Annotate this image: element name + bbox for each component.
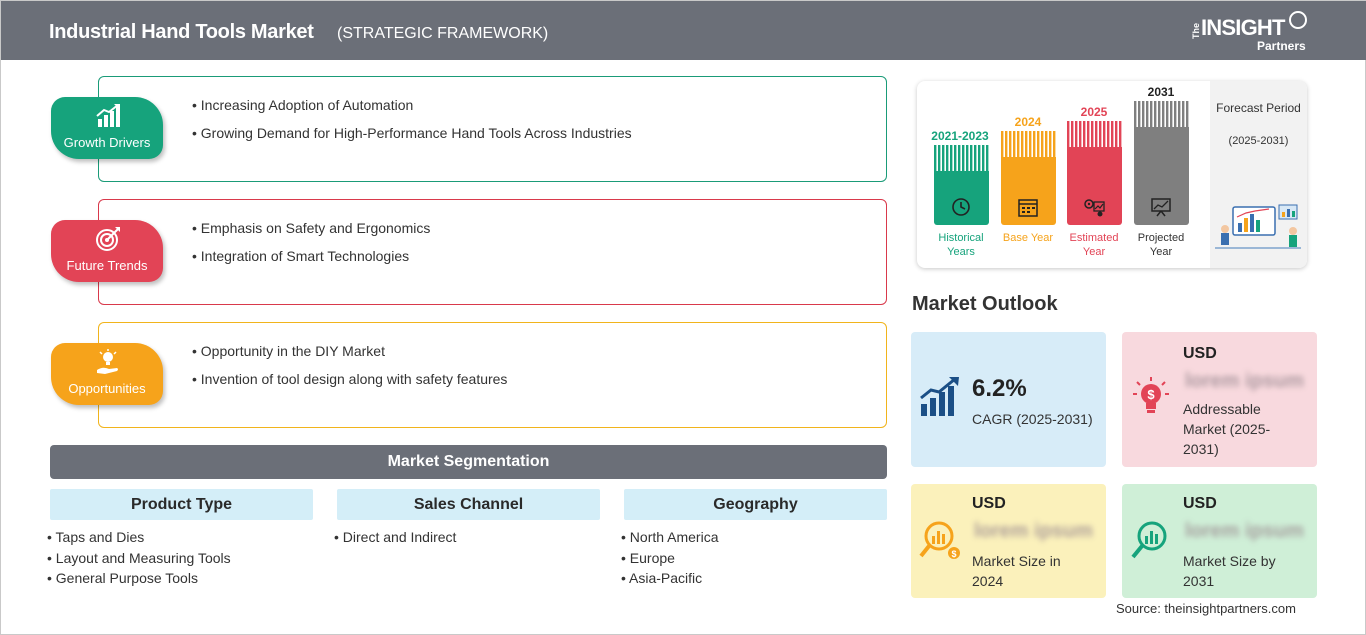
page-subtitle: (STRATEGIC FRAMEWORK) xyxy=(337,25,549,42)
segment-list: Direct and Indirect xyxy=(334,528,600,549)
lightbulb-dollar-icon: $ xyxy=(1133,377,1169,413)
opportunities-box: Opportunity in the DIY Market Invention … xyxy=(98,322,887,428)
source-credit: Source: theinsightpartners.com xyxy=(1116,601,1296,616)
list-item: Taps and Dies xyxy=(47,528,313,549)
magnifier-chart-icon xyxy=(1131,521,1167,559)
segment-heading: Geography xyxy=(624,489,887,520)
bar-year-estimated: 2025 xyxy=(1080,105,1108,119)
list-item: Opportunity in the DIY Market xyxy=(192,342,507,370)
bar-body xyxy=(1134,127,1189,225)
market-segmentation-bar: Market Segmentation xyxy=(50,445,887,479)
segment-sales-channel: Sales Channel Direct and Indirect xyxy=(337,489,600,549)
segment-heading: Sales Channel xyxy=(337,489,600,520)
list-item: Emphasis on Safety and Ergonomics xyxy=(192,219,431,247)
segment-list: North America Europe Asia-Pacific xyxy=(621,528,887,590)
growth-drivers-box: Increasing Adoption of Automation Growin… xyxy=(98,76,887,182)
target-icon xyxy=(96,227,120,251)
gears-chart-icon xyxy=(1084,199,1105,217)
forecast-title: Forecast Period xyxy=(1216,101,1301,115)
segment-geography: Geography North America Europe Asia-Paci… xyxy=(624,489,887,590)
list-item: North America xyxy=(621,528,887,549)
list-item: Europe xyxy=(621,549,887,570)
future-trends-label: Future Trends xyxy=(66,258,148,273)
forecast-period-panel: Forecast Period (2025-2031) xyxy=(1210,81,1307,268)
size-2031-currency: USD xyxy=(1183,495,1217,512)
addressable-label: Addressable Market (2025-2031) xyxy=(1183,401,1271,457)
svg-text:$: $ xyxy=(951,549,956,559)
opportunities-label: Opportunities xyxy=(68,381,146,396)
market-size-2031-card: USD lorem ipsum Market Size by 2031 xyxy=(1122,484,1317,598)
bar-historical xyxy=(934,145,989,225)
future-trends-list: Emphasis on Safety and Ergonomics Integr… xyxy=(192,219,431,275)
bar-estimated xyxy=(1067,121,1122,225)
size-2024-label: Market Size in 2024 xyxy=(972,553,1061,589)
bar-body xyxy=(934,171,989,225)
forecast-range: (2025-2031) xyxy=(1228,135,1289,147)
market-outlook-title: Market Outlook xyxy=(912,293,1058,315)
lightbulb-hand-icon xyxy=(97,349,118,374)
list-item: Growing Demand for High-Performance Hand… xyxy=(192,124,632,152)
cagr-value: 6.2% xyxy=(972,375,1027,402)
list-item: General Purpose Tools xyxy=(47,569,313,590)
logo-partners: Partners xyxy=(1257,39,1306,53)
size-2024-value-blurred: lorem ipsum xyxy=(974,520,1093,542)
list-item: Layout and Measuring Tools xyxy=(47,549,313,570)
bar-label-projected: Projected Year xyxy=(1137,232,1185,258)
list-item: Integration of Smart Technologies xyxy=(192,247,430,275)
bar-body xyxy=(1001,157,1056,225)
svg-text:$: $ xyxy=(1147,387,1155,402)
future-trends-badge: Future Trends xyxy=(51,220,163,282)
list-item: Increasing Adoption of Automation xyxy=(192,96,632,124)
growth-drivers-badge: Growth Drivers xyxy=(51,97,163,159)
cagr-card: 6.2% CAGR (2025-2031) xyxy=(911,332,1106,467)
logo-the: The xyxy=(1191,22,1201,39)
bar-stripes xyxy=(1001,131,1056,157)
presentation-icon xyxy=(1151,198,1171,217)
clock-icon xyxy=(952,198,970,216)
size-2031-label: Market Size by 2031 xyxy=(1183,553,1276,589)
bar-body xyxy=(1067,147,1122,225)
growth-drivers-label: Growth Drivers xyxy=(63,135,151,150)
logo-insight: INSIGHT xyxy=(1201,15,1285,40)
bar-projected xyxy=(1134,101,1189,225)
segment-product-type: Product Type Taps and Dies Layout and Me… xyxy=(50,489,313,590)
bar-year-base: 2024 xyxy=(1014,115,1042,129)
timeline-card: 2021-2023 Historical Years 2024 Base Yea… xyxy=(917,81,1307,268)
size-2031-value-blurred: lorem ipsum xyxy=(1185,520,1304,542)
page-title: Industrial Hand Tools Market xyxy=(49,21,314,43)
list-item: Direct and Indirect xyxy=(334,528,600,549)
bar-stripes xyxy=(1067,121,1122,147)
opportunities-list: Opportunity in the DIY Market Invention … xyxy=(192,342,508,398)
addressable-currency: USD xyxy=(1183,345,1217,362)
calendar-icon xyxy=(1018,199,1038,217)
bar-year-historical: 2021-2023 xyxy=(931,129,989,143)
opportunities-badge: Opportunities xyxy=(51,343,163,405)
bar-label-estimated: Estimated Year xyxy=(1069,232,1119,258)
list-item: Invention of tool design along with safe… xyxy=(192,370,508,398)
addressable-market-card: $ USD lorem ipsum Addressable Market (20… xyxy=(1122,332,1317,467)
future-trends-box: Emphasis on Safety and Ergonomics Integr… xyxy=(98,199,887,305)
bar-chart-up-icon xyxy=(96,104,120,127)
list-item: Asia-Pacific xyxy=(621,569,887,590)
magnifier-chart-icon: $ xyxy=(919,521,960,559)
bar-label-base: Base Year xyxy=(1002,232,1054,244)
bar-stripes xyxy=(934,145,989,171)
growth-chart-icon xyxy=(920,377,959,416)
size-2024-currency: USD xyxy=(972,495,1006,512)
analytics-illustration-icon xyxy=(1215,204,1301,249)
insight-partners-logo: The INSIGHT Partners xyxy=(1191,11,1311,55)
logo-ring-icon xyxy=(1289,11,1307,29)
cagr-label: CAGR (2025-2031) xyxy=(972,411,1093,427)
market-size-2024-card: $ USD lorem ipsum Market Size in 2024 xyxy=(911,484,1106,598)
bar-stripes xyxy=(1134,101,1189,127)
bar-label-historical: Historical Years xyxy=(938,232,984,258)
segment-heading: Product Type xyxy=(50,489,313,520)
addressable-value-blurred: lorem ipsum xyxy=(1185,370,1304,392)
growth-drivers-list: Increasing Adoption of Automation Growin… xyxy=(192,96,632,152)
bar-base xyxy=(1001,131,1056,225)
header-bar: Industrial Hand Tools Market (STRATEGIC … xyxy=(1,1,1366,60)
segment-list: Taps and Dies Layout and Measuring Tools… xyxy=(47,528,313,590)
bar-year-projected: 2031 xyxy=(1147,85,1175,99)
